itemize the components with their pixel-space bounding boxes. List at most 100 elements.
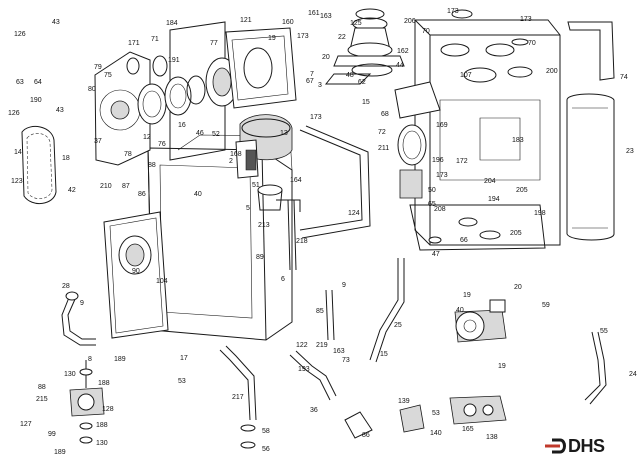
dhs-logo-mark: [545, 438, 566, 454]
part-label: 205: [510, 230, 522, 237]
part-label: 162: [397, 48, 409, 55]
part-label: 205: [516, 187, 528, 194]
part-label: 9: [342, 282, 346, 289]
part-label: 47: [432, 251, 440, 258]
part-label: 217: [232, 394, 244, 401]
part-label: 15: [362, 99, 370, 106]
part-label: 163: [333, 348, 345, 355]
part-label: 206: [404, 18, 416, 25]
part-label: 72: [378, 129, 386, 136]
part-label: 76: [158, 141, 166, 148]
part-label: 204: [484, 178, 496, 185]
part-label: 138: [486, 434, 498, 441]
part-label: 75: [104, 72, 112, 79]
part-label: 5: [246, 205, 250, 212]
part-label: 189: [114, 356, 126, 363]
pipe-218: [287, 199, 335, 341]
part-label: 173: [520, 16, 532, 23]
part-label: 173: [310, 114, 322, 121]
burner-plate: [94, 51, 151, 166]
part-label: 65: [428, 201, 436, 208]
part-label: 3: [318, 82, 322, 89]
dhs-logo-text: DHS: [568, 436, 605, 456]
part-label: 160: [282, 19, 294, 26]
combustion-chamber: [205, 27, 297, 109]
fan-assembly: [235, 114, 293, 179]
part-label: 68: [381, 111, 389, 118]
diverter-valve: [69, 360, 105, 444]
part-label: 213: [258, 222, 270, 229]
pump: [454, 299, 507, 343]
part-label: 43: [52, 19, 60, 26]
part-label: 20: [322, 54, 330, 61]
part-label: 163: [320, 13, 332, 20]
part-label: 56: [262, 446, 270, 453]
expansion-vessel: [566, 21, 615, 241]
part-label: 40: [456, 307, 464, 314]
part-label: 165: [462, 426, 474, 433]
part-label: 14: [14, 149, 22, 156]
part-label: 19: [268, 35, 276, 42]
part-label: 193: [298, 366, 310, 373]
part-label: 196: [432, 157, 444, 164]
part-label: 126: [8, 110, 20, 117]
part-label: 88: [148, 162, 156, 169]
part-label: 210: [100, 183, 112, 190]
part-label: 17: [180, 355, 188, 362]
part-label: 53: [432, 410, 440, 417]
part-label: 188: [96, 422, 108, 429]
part-label: 24: [629, 371, 637, 378]
hydraulic-block: [399, 395, 507, 433]
part-label: 70: [528, 40, 536, 47]
part-label: 88: [38, 384, 46, 391]
part-label: 59: [542, 302, 550, 309]
part-label: 188: [98, 380, 110, 387]
pipe-28: [61, 291, 96, 346]
part-label: 190: [30, 97, 42, 104]
part-label: 191: [168, 57, 180, 64]
pipe-124: [299, 125, 371, 239]
part-label: 164: [290, 177, 302, 184]
gasket-panel: [21, 125, 57, 204]
flue-adaptor: [324, 8, 405, 85]
part-label: 215: [36, 396, 48, 403]
part-label: 124: [348, 210, 360, 217]
part-label: 90: [132, 268, 140, 275]
part-label: 208: [434, 206, 446, 213]
part-label: 73: [342, 357, 350, 364]
part-label: 58: [262, 428, 270, 435]
part-label: 77: [210, 40, 218, 47]
part-label: 89: [256, 254, 264, 261]
part-label: 67: [306, 78, 314, 85]
part-label: 183: [512, 137, 524, 144]
part-label: 168: [230, 151, 242, 158]
part-label: 25: [394, 322, 402, 329]
part-label: 171: [128, 40, 140, 47]
part-label: 85: [316, 308, 324, 315]
part-label: 189: [54, 449, 66, 456]
part-label: 107: [460, 72, 472, 79]
upper-housing: [409, 9, 561, 251]
part-label: 169: [436, 122, 448, 129]
side-panel: [103, 211, 169, 339]
part-label: 126: [14, 31, 26, 38]
part-label: 79: [94, 64, 102, 71]
part-label: 74: [620, 74, 628, 81]
part-label: 22: [338, 34, 346, 41]
part-label: 64: [34, 79, 42, 86]
part-label: 86: [362, 432, 370, 439]
part-label: 200: [546, 68, 558, 75]
seal-rings: [126, 55, 206, 125]
part-label: 15: [380, 351, 388, 358]
pipe-193: [289, 350, 373, 439]
part-label: 9: [80, 300, 84, 307]
part-label: 66: [460, 237, 468, 244]
part-label: 78: [124, 151, 132, 158]
part-label: 80: [88, 86, 96, 93]
part-label: 23: [626, 148, 634, 155]
part-label: 139: [398, 398, 410, 405]
part-label: 44: [396, 62, 404, 69]
part-label: 104: [156, 278, 168, 285]
pipe-217: [219, 345, 257, 449]
